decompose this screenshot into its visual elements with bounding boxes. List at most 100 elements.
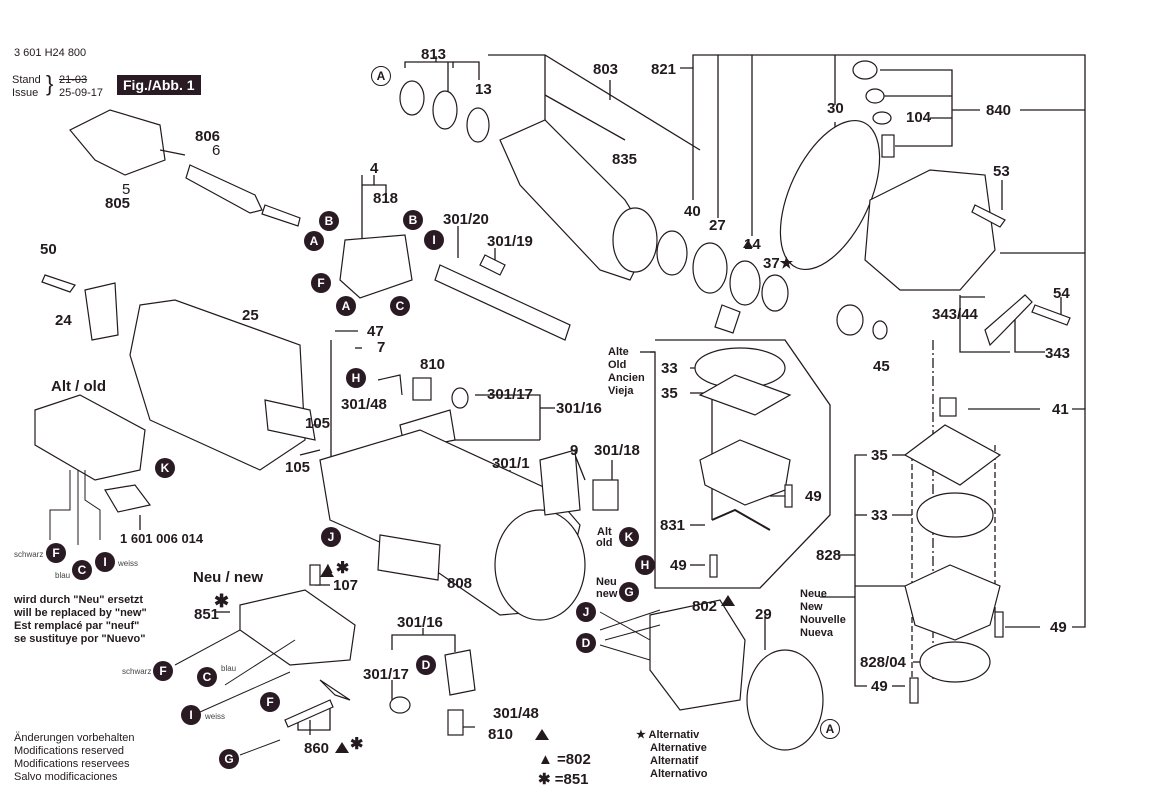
cable-sleeve: [159, 149, 263, 214]
connector-badge-f: F: [260, 692, 280, 712]
label-41: 41: [1052, 401, 1069, 418]
label-343: 343: [1045, 345, 1071, 362]
label-803: 803: [593, 61, 619, 78]
replacement-note: wird durch "Neu" ersetzt will be replace…: [14, 594, 147, 646]
connector-badge-b: B: [403, 210, 423, 230]
wire-color-black: schwarz: [14, 550, 44, 559]
label-50: 50: [40, 241, 57, 258]
new-small: new: [596, 588, 618, 600]
label-4: 4: [370, 160, 379, 177]
note-line: will be replaced by "new": [14, 607, 147, 619]
connector-badge-i: I: [424, 230, 444, 250]
heading-alt-old: Alt / old: [51, 378, 106, 395]
label-301-18: 301/18: [594, 442, 640, 459]
label-49-b: 49: [871, 678, 888, 695]
label-29: 29: [755, 606, 772, 623]
label-802: 802: [692, 598, 718, 615]
wire-color-black-new: schwarz: [122, 667, 152, 676]
neue-label-fr: Nouvelle: [800, 614, 846, 626]
label-301-48: 301/48: [341, 396, 387, 413]
power-plug: [69, 109, 166, 176]
connector-badge-k: K: [155, 458, 175, 478]
note-line: se sustituye por "Nuevo": [14, 633, 146, 645]
label-806: 806: [195, 128, 221, 145]
label-47: 47: [367, 323, 384, 340]
label-104: 104: [906, 109, 932, 126]
figure-tag: Fig./Abb. 1: [117, 75, 201, 95]
alternative-note: ★ Alternativ Alternative Alternatif Alte…: [636, 729, 707, 781]
connector-badge-d: D: [416, 655, 436, 675]
label-105: 105: [305, 415, 331, 432]
slider: [434, 264, 571, 341]
old-date: 21-03: [59, 74, 88, 86]
label-45: 45: [873, 358, 890, 375]
label-301-16-b: 301/16: [397, 614, 443, 631]
gear-head: [864, 169, 996, 291]
stand-label: Stand: [12, 74, 41, 86]
label-813: 813: [421, 46, 447, 63]
label-14: 14: [744, 236, 761, 253]
label-860: 860: [304, 740, 330, 757]
connector-badge-g: G: [619, 582, 639, 602]
label-9: 9: [570, 442, 579, 459]
connector-badge-f: F: [153, 661, 173, 681]
alt-small: Alt: [597, 526, 612, 538]
label-835: 835: [612, 151, 638, 168]
label-840: 840: [986, 102, 1012, 119]
label-301-19: 301/19: [487, 233, 533, 250]
note-line: Salvo modificaciones: [14, 771, 118, 783]
label-7: 7: [377, 339, 386, 356]
note-line: Est remplacé par "neuf": [14, 620, 140, 632]
old-small: old: [596, 537, 613, 549]
alte-label-en: Old: [608, 359, 627, 371]
label-828: 828: [816, 547, 842, 564]
label-851: 851: [194, 606, 220, 623]
triangle-mark: [335, 742, 349, 753]
connector-badge-c: C: [72, 560, 92, 580]
connector-badge-b: B: [319, 211, 339, 231]
old-bearing-flange: [699, 439, 791, 506]
label-343-44: 343/44: [932, 306, 978, 323]
label-831: 831: [660, 517, 686, 534]
note-line: Alternative: [650, 742, 707, 754]
switch-unit: [339, 234, 413, 299]
label-27: 27: [709, 217, 726, 234]
triangle-mark: [743, 240, 753, 248]
label-40: 40: [684, 203, 701, 220]
part-outlines: [34, 60, 1071, 756]
electronic-module-old: [34, 394, 146, 481]
connector-badge-i: I: [95, 552, 115, 572]
motor-housing: [129, 299, 306, 471]
connector-badge-k: K: [619, 527, 639, 547]
alte-label-es: Vieja: [608, 385, 634, 397]
alte-label-fr: Ancien: [608, 372, 645, 384]
triangle-mark: [320, 566, 334, 577]
label-828-04: 828/04: [860, 654, 906, 671]
electronic-module-new: [239, 589, 356, 666]
legend-triangle: [535, 729, 549, 740]
connector-badge-c: C: [197, 667, 217, 687]
cable-end: [261, 204, 301, 227]
stator: [649, 599, 746, 711]
label-54: 54: [1053, 285, 1070, 302]
connector-badge-d: D: [576, 633, 596, 653]
retaining-ring: [656, 230, 688, 276]
connector-badge-j: J: [321, 527, 341, 547]
label-301-17-b: 301/17: [363, 666, 409, 683]
note-line: ★ Alternativ: [636, 729, 700, 741]
modifications-note: Änderungen vorbehalten Modifications res…: [14, 732, 134, 784]
label-35-old: 35: [661, 385, 678, 402]
label-821: 821: [651, 61, 677, 78]
neue-label-en: New: [800, 601, 823, 613]
connector-badge-a: A: [304, 231, 324, 251]
label-53: 53: [993, 163, 1010, 180]
label-13: 13: [475, 81, 492, 98]
label-301-17: 301/17: [487, 386, 533, 403]
note-line: Modifications reserved: [14, 745, 125, 757]
switch-cap: [592, 479, 619, 511]
label-301-1: 301/1: [492, 455, 530, 472]
neue-label-es: Nueva: [800, 627, 834, 639]
legend-triangle-802: ▲ =802: [538, 751, 591, 768]
